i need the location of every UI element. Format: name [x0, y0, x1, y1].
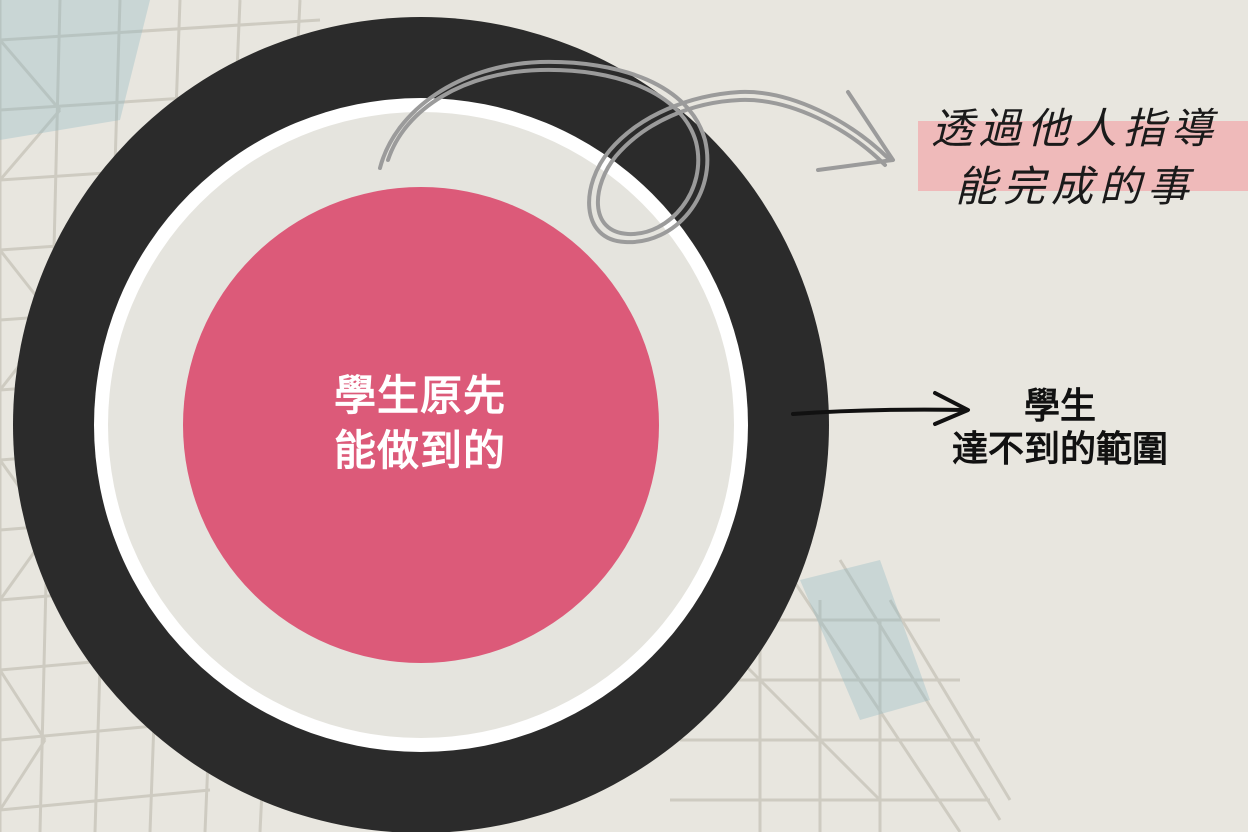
middle-zone-label: 透過他人指導 能完成的事 [905, 100, 1245, 216]
outer-label-line-2: 達不到的範圍 [951, 429, 1168, 470]
middle-label-line-1: 透過他人指導 [930, 104, 1219, 153]
middle-label-line-2: 能完成的事 [954, 162, 1195, 211]
inner-label-line-1: 學生原先 [333, 371, 506, 420]
gray-loop-arrow [378, 59, 895, 245]
outer-label-line-1: 學生 [1023, 386, 1096, 427]
inner-circle-label: 學生原先 能做到的 [270, 368, 570, 478]
inner-label-line-2: 能做到的 [333, 426, 506, 475]
black-arrow [791, 391, 970, 426]
label-highlight [918, 121, 1248, 191]
inner-circle [183, 187, 659, 663]
outer-zone-label: 學生 達不到的範圍 [930, 385, 1190, 471]
